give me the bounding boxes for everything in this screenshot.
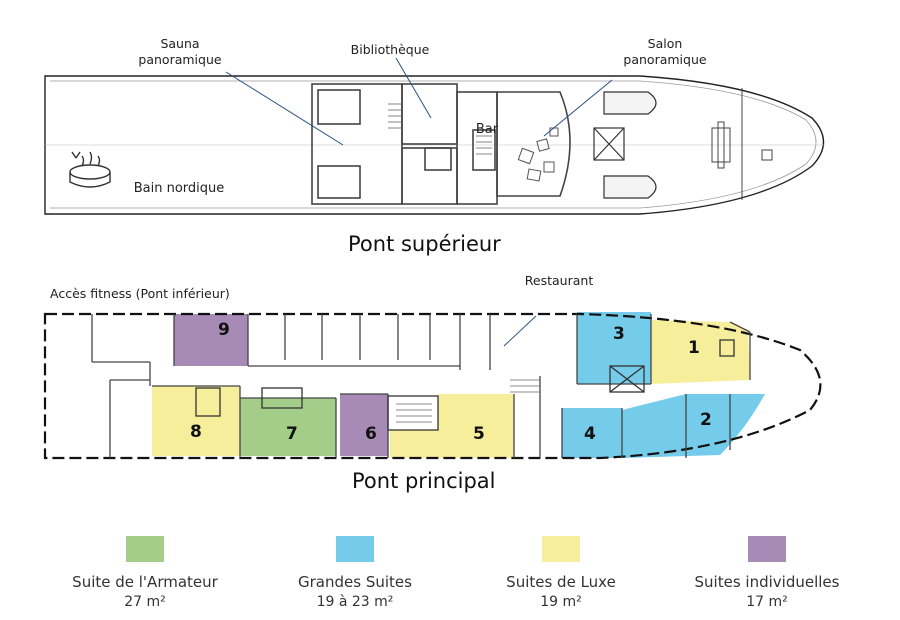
- suite-number-7: 7: [286, 424, 298, 444]
- legend-area-suites-individuelles: 17 m²: [746, 594, 788, 610]
- suite-number-4: 4: [584, 424, 596, 444]
- suite-number-6: 6: [365, 424, 377, 444]
- main-deck-hull: [43, 312, 822, 460]
- main-deck-plan: [43, 312, 822, 460]
- main-deck-title: Pont principal: [352, 469, 496, 493]
- legend-label-suites-de-luxe: Suites de Luxe: [506, 573, 616, 591]
- nordic-bath-label: Bain nordique: [133, 181, 225, 196]
- legend-label-armateur: Suite de l'Armateur: [72, 573, 218, 591]
- legend-swatch-grandes-suites: [336, 536, 374, 562]
- bar-label: Bar: [475, 122, 499, 137]
- suite-area-6: [340, 394, 388, 456]
- sauna-label-line1: Sauna: [160, 36, 200, 51]
- legend-item-suites-individuelles: Suites individuelles 17 m²: [672, 536, 862, 612]
- legend-swatch-suites-de-luxe: [542, 536, 580, 562]
- salon-label-line2: panoramique: [623, 52, 707, 67]
- fitness-label: Accès fitness (Pont inférieur): [50, 286, 230, 301]
- suite-area-1: [651, 320, 750, 384]
- suite-number-1: 1: [688, 338, 700, 358]
- suite-area-4: [562, 408, 622, 458]
- suite-areas: [152, 312, 765, 458]
- suite-area-5: [390, 394, 514, 458]
- legend-area-armateur: 27 m²: [124, 594, 166, 610]
- legend-item-grandes-suites: Grandes Suites 19 à 23 m²: [260, 536, 450, 612]
- legend-area-grandes-suites: 19 à 23 m²: [316, 594, 394, 610]
- hot-tub-icon: [69, 151, 111, 188]
- suite-number-2: 2: [700, 410, 712, 430]
- suite-number-8: 8: [190, 422, 202, 442]
- legend-item-armateur: Suite de l'Armateur 27 m²: [50, 536, 240, 612]
- legend-item-suites-de-luxe: Suites de Luxe 19 m²: [466, 536, 656, 612]
- suite-area-9: [174, 314, 248, 366]
- sauna-label-line2: panoramique: [138, 52, 222, 67]
- library-label: Bibliothèque: [350, 42, 430, 57]
- legend-swatch-suites-individuelles: [748, 536, 786, 562]
- legend-label-grandes-suites: Grandes Suites: [298, 573, 412, 591]
- suite-area-2: [622, 394, 765, 458]
- salon-label: Salon panoramique: [605, 36, 725, 68]
- sauna-label: Sauna panoramique: [120, 36, 240, 68]
- suite-number-5: 5: [473, 424, 485, 444]
- restaurant-label: Restaurant: [524, 273, 594, 288]
- suite-number-3: 3: [613, 324, 625, 344]
- legend-area-suites-de-luxe: 19 m²: [540, 594, 582, 610]
- upper-deck-plan: [44, 57, 825, 215]
- legend-swatch-armateur: [126, 536, 164, 562]
- legend-label-suites-individuelles: Suites individuelles: [694, 573, 840, 591]
- suite-number-9: 9: [218, 320, 230, 340]
- upper-deck-title: Pont supérieur: [348, 232, 501, 256]
- suite-area-3: [577, 312, 651, 384]
- salon-label-line1: Salon: [647, 36, 683, 51]
